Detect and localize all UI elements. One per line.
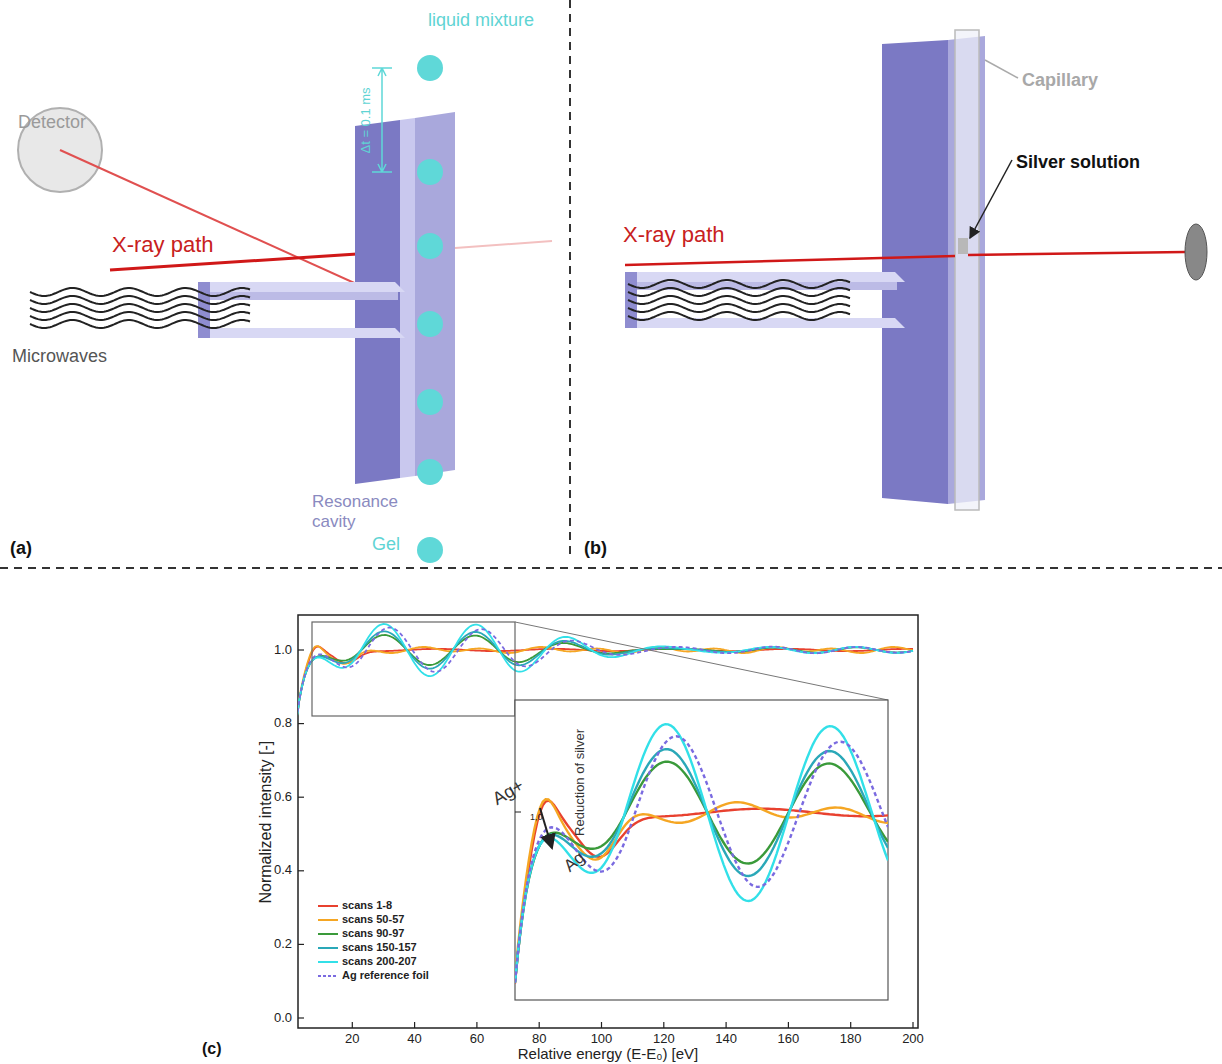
legend-line [318,975,338,977]
figure-label: 1.0 [274,643,292,658]
figure-label: 200 [902,1032,924,1047]
spectrum-curve [515,801,888,984]
figure-label: 1,0 [530,812,543,822]
legend-line [318,905,338,907]
figure-label: 0.0 [274,1011,292,1026]
tick [539,1022,540,1028]
figure-label: Normalized intensity [-] [257,741,275,904]
microwave-line [30,304,250,312]
tick [298,649,304,650]
figure-label: Capillary [1022,70,1098,91]
tick [788,1022,789,1028]
figure-label: 0.6 [274,790,292,805]
tick [414,1022,415,1028]
figure-label: X-ray path [112,232,214,257]
figure-label: Resonance cavity [312,492,412,531]
microwave-line [628,288,850,296]
figure-label: (b) [584,538,607,559]
microwave-line [30,312,250,320]
figure-label: (c) [202,1040,222,1058]
tick [912,1022,913,1028]
legend-text: scans 1-8 [342,899,392,911]
legend-text: scans 50-57 [342,913,404,925]
figure-label: Microwaves [12,346,107,367]
tick [298,1017,304,1018]
microwave-line [30,288,250,296]
legend-text: Ag reference foil [342,969,429,981]
figure-label: 140 [715,1032,737,1047]
figure-label: 80 [532,1032,546,1047]
figure-label: 60 [470,1032,484,1047]
spectrum-curve [515,799,888,977]
legend-line [318,933,338,935]
figure-label: liquid mixture [428,10,534,31]
legend-text: scans 200-207 [342,955,417,967]
figure-label: X-ray path [623,222,725,247]
figure-label: 120 [653,1032,675,1047]
microwave-line [628,312,850,320]
spectrum-curve [515,724,888,982]
tick [298,797,304,798]
legend-text: scans 150-157 [342,941,417,953]
tick [663,1022,664,1028]
figure-label: 100 [591,1032,613,1047]
tick [298,870,304,871]
tick [476,1022,477,1028]
legend-line [318,961,338,963]
microwave-line [628,280,850,288]
legend-line [318,947,338,949]
figure-label: 40 [407,1032,421,1047]
figure-label: Δt = 0.1 ms [359,87,374,153]
figure-label: Relative energy (E-E₀) [eV] [518,1045,698,1062]
figure-label: (a) [10,538,32,559]
microwave-line [628,296,850,304]
figure-label: Gel [372,534,400,555]
figure-label: Silver solution [1016,152,1140,173]
legend-text: scans 90-97 [342,927,404,939]
figure-label: Detector [18,112,86,133]
microwave-line [30,296,250,304]
figure-label: 0.2 [274,937,292,952]
tick [850,1022,851,1028]
figure-label: 0.8 [274,716,292,731]
figure-label: 160 [778,1032,800,1047]
tick [601,1022,602,1028]
figure-label: 180 [840,1032,862,1047]
microwave-line [30,320,250,328]
figure-label: 20 [345,1032,359,1047]
spectrum-curve [515,749,888,982]
figure-label: Reduction of silver [573,729,588,836]
legend-line [318,919,338,921]
tick [725,1022,726,1028]
tick [298,944,304,945]
spectrum-curve [515,736,888,982]
microwave-line [628,304,850,312]
tick [352,1022,353,1028]
tick [298,723,304,724]
figure-label: 0.4 [274,863,292,878]
